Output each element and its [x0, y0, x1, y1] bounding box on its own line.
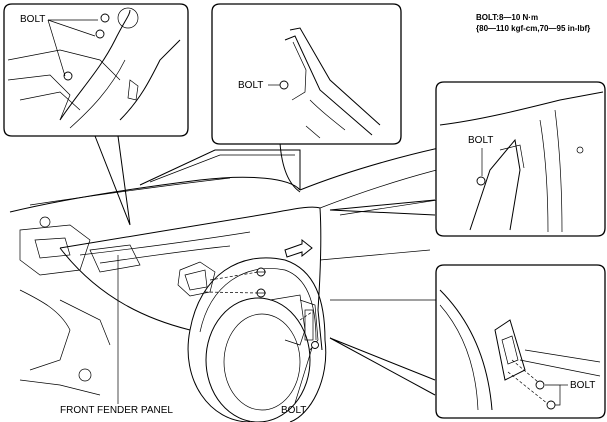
- main-bolt-liner: [311, 341, 319, 349]
- main-bolt-lower: [256, 288, 266, 298]
- inset-top-left-bolt-label: BOLT: [20, 14, 46, 25]
- callout-right-middle: [329, 199, 436, 216]
- inset-top-left: [3, 3, 189, 137]
- main-bolt-upper: [256, 267, 266, 277]
- main-bolt-leader: [294, 347, 313, 404]
- torque-spec-line2: {80—110 kgf-cm,70—95 in-lbf}: [476, 24, 591, 33]
- main-bolt-label: BOLT: [281, 405, 307, 416]
- inset-top-middle-bolt-label: BOLT: [238, 80, 264, 91]
- vehicle-front-illustration: [9, 139, 481, 422]
- inset-bottom-right: [435, 264, 606, 419]
- callout-bottom-right: [329, 337, 436, 396]
- inset-right-middle-bolt-label: BOLT: [468, 135, 494, 146]
- inset-bottom-right-bolt-label: BOLT: [570, 380, 596, 391]
- callout-top-middle: [279, 142, 301, 193]
- inset-right-middle: [435, 81, 606, 237]
- torque-spec-line1: BOLT:8—10 N·m: [476, 13, 539, 22]
- callout-top-left: [94, 135, 131, 226]
- front-fender-panel-label: FRONT FENDER PANEL: [60, 405, 173, 416]
- inset-top-middle: [211, 3, 402, 145]
